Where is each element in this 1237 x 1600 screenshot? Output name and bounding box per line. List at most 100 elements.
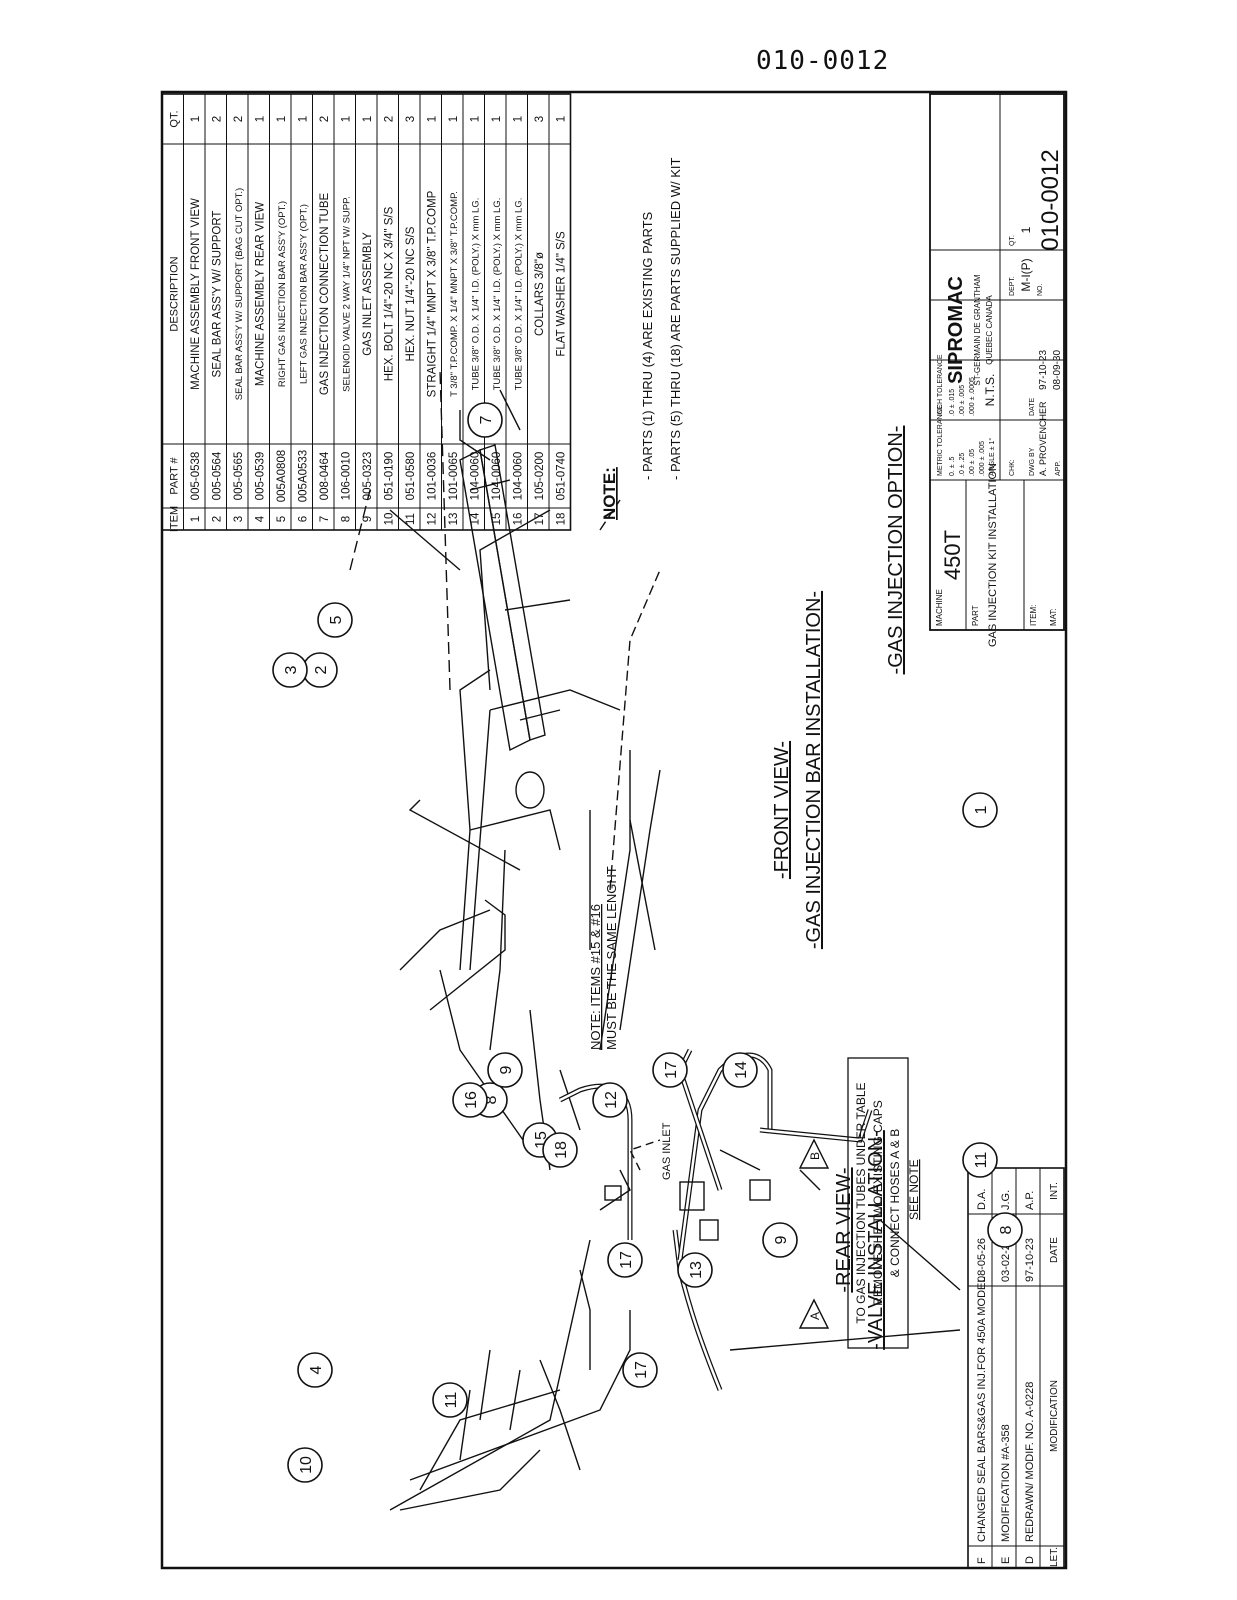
app-label: APP. [1055, 461, 1062, 476]
parts-table-cell: 8 [341, 516, 353, 522]
item-balloon-label: 13 [688, 1261, 705, 1279]
parts-table-cell: 005-0565 [233, 452, 245, 501]
parts-table-cell: MACHINE ASSEMBLY REAR VIEW [255, 202, 267, 386]
item-balloon-9 [487, 1052, 523, 1088]
hose-a-triangle [798, 1298, 830, 1329]
revision-cell: 08-05-26 [976, 1238, 988, 1282]
instruction-box [847, 1057, 909, 1349]
parts-table-cell: 005-0539 [255, 452, 267, 501]
parts-table-cell: 12 [427, 513, 439, 526]
parts-table-cell: TUBE 3/8" O.D. X 1/4" I.D. (POLY.) X mm … [471, 198, 482, 391]
qt-value: 1 [1019, 226, 1033, 233]
parts-table-cell: 18 [556, 513, 568, 526]
parts-table-cell: 1 [556, 116, 568, 122]
parts-table-cell: 005A0808 [276, 450, 288, 502]
drawn-date-value: 97-10-23 [1038, 350, 1049, 390]
parts-table-cell: 3 [534, 116, 546, 122]
hose-b-triangle [798, 1138, 830, 1169]
part-value: GAS INJECTION KIT INSTALLATION [987, 463, 999, 647]
parts-table-cell: 2 [212, 116, 224, 122]
item-balloon-13 [677, 1252, 713, 1288]
parts-table-cell: 1 [513, 116, 525, 122]
mat-label: MAT: [1049, 608, 1058, 626]
items-note-line-2: MUST BE THE SAME LENGHT [604, 866, 619, 1050]
metric-tolerance-value: .000 ± .005 [979, 441, 986, 476]
front-view-drawing [349, 369, 661, 1171]
items-note-line-1: NOTE: ITEMS #15 & #16 [588, 904, 603, 1050]
number-label: NO. [1037, 284, 1044, 297]
instruction-line-2: REMOVE THE TWO EXISTING CAPS [871, 1100, 885, 1306]
parts-table-cell: 1 [298, 116, 310, 122]
parts-table-cell: 104-0060 [513, 452, 525, 501]
item-balloon-label: 2 [313, 665, 330, 674]
revision-header-cell: DATE [1049, 1237, 1060, 1263]
item-balloon-17 [652, 1052, 688, 1088]
parts-table-cell: 051-0190 [384, 452, 396, 501]
parts-table-cell: GAS INLET ASSEMBLY [362, 232, 374, 356]
revision-cell: E [1000, 1557, 1012, 1564]
company-name: SIPROMAC [945, 276, 967, 384]
item-balloon-7 [467, 402, 503, 438]
parts-table-cell: 051-0580 [405, 452, 417, 501]
item-balloon-label: 12 [603, 1091, 620, 1109]
dept-value: M-I(P) [1019, 258, 1033, 291]
rear-view-title: -REAR VIEW- [833, 1167, 855, 1292]
inch-tolerance-value: .0 ± .015 [949, 389, 956, 416]
gas-inlet-label: GAS INLET [661, 1122, 673, 1180]
item-balloon-12 [592, 1082, 628, 1118]
revision-header-cell: INT. [1049, 1182, 1060, 1200]
item-balloon-label: 9 [773, 1235, 790, 1244]
parts-table-cell: 106-0010 [341, 452, 353, 501]
inch-tolerance-label: INCH TOLERANCE [937, 354, 944, 416]
app-date-value: 08-09-30 [1052, 350, 1063, 390]
parts-table-cell: 104-0060 [470, 452, 482, 501]
parts-table-cell: 1 [255, 116, 267, 122]
item-balloon-label: 16 [463, 1091, 480, 1109]
drawn-by-label: DWG BY [1029, 447, 1036, 476]
parts-table-cell: HEX. NUT 1/4"-20 NC S/S [405, 226, 417, 361]
scale-value: N.T.S. [983, 374, 997, 407]
item-balloon-label: 10 [298, 1456, 315, 1474]
parts-table-cell: 3 [405, 116, 417, 122]
parts-table-cell: 1 [362, 116, 374, 122]
item-balloon-9 [762, 1222, 798, 1258]
parts-table-cell: 101-0036 [427, 452, 439, 501]
item-balloon-label: 8 [998, 1225, 1015, 1234]
parts-table-cell: 005A0533 [298, 450, 310, 502]
revision-cell: D [1024, 1556, 1036, 1564]
item-balloon-label: 8 [483, 1095, 500, 1104]
note-line-kit-parts: - PARTS (5) THRU (18) ARE PARTS SUPPLIED… [668, 158, 683, 480]
parts-table-cell: 1 [427, 116, 439, 122]
qt-label: QT. [1009, 235, 1016, 246]
metric-tolerance-value: 0. ± .5 [949, 456, 956, 476]
parts-table-cell: 2 [319, 116, 331, 122]
parts-table-cell: 1 [190, 516, 202, 522]
item-balloon-label: 9 [498, 1065, 515, 1074]
machine-label: MACHINE [935, 589, 944, 626]
item-balloon-label: 1 [973, 805, 990, 814]
parts-table-cell: COLLARS 3/8"ø [534, 252, 546, 336]
item-balloon-label: 14 [733, 1061, 750, 1079]
parts-table-cell: 15 [491, 513, 503, 526]
item-balloon-label: 4 [308, 1365, 325, 1374]
metric-tolerance-value: .0 ± .25 [959, 453, 966, 476]
item-balloon-8 [987, 1212, 1023, 1248]
parts-table-cell: 17 [534, 513, 546, 526]
item-balloon-4 [297, 1352, 333, 1388]
item-balloon-14 [722, 1052, 758, 1088]
item-balloon-10 [287, 1447, 323, 1483]
parts-table-cell: 101-0065 [448, 452, 460, 501]
parts-table-cell: 005-0323 [362, 452, 374, 501]
parts-table-cell: 7 [319, 516, 331, 522]
parts-table-cell: 16 [513, 513, 525, 526]
item-balloon-label: 3 [283, 665, 300, 674]
parts-table-cell: 1 [341, 116, 353, 122]
parts-table-cell: 1 [448, 116, 460, 122]
parts-table-cell: HEX. BOLT 1/4"-20 NC X 3/4" S/S [384, 206, 396, 381]
machine-value: 450T [940, 530, 965, 580]
